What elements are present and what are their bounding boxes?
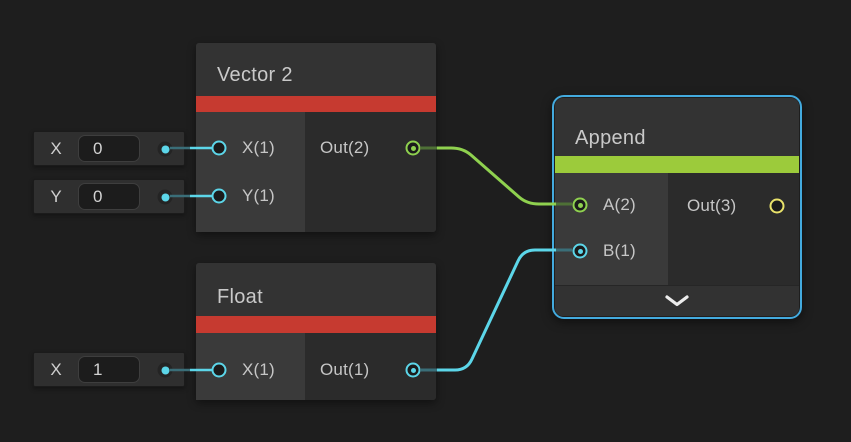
port-float-out-label: Out(1) — [320, 360, 370, 379]
node-append-input-panel — [555, 173, 668, 285]
node-append-accent-bar — [555, 156, 799, 173]
port-append-b-label: B(1) — [603, 241, 636, 260]
chevron-down-icon — [665, 295, 689, 307]
inline-value-float-x-input[interactable] — [78, 356, 140, 383]
inline-value-vector2-y-port[interactable] — [157, 189, 173, 205]
port-float-x[interactable] — [211, 362, 227, 378]
port-vector2-out[interactable] — [405, 140, 421, 156]
port-vector2-x[interactable] — [211, 140, 227, 156]
node-vector2[interactable]: Vector 2 X(1) Y(1) Out(2) — [196, 43, 436, 232]
node-append-title: Append — [575, 127, 646, 149]
port-append-b[interactable] — [572, 243, 588, 259]
port-append-a[interactable] — [572, 197, 588, 213]
inline-value-vector2-x-label: X — [50, 138, 62, 158]
inline-value-vector2-x-port[interactable] — [157, 141, 173, 157]
node-float[interactable]: Float X(1) Out(1) — [196, 263, 436, 400]
port-vector2-x-label: X(1) — [242, 138, 275, 157]
node-float-header: Float — [196, 263, 436, 316]
inline-value-vector2-x: X — [33, 131, 185, 166]
edge-vector2-out-to-append-a[interactable] — [437, 146, 556, 206]
node-append-header: Append — [555, 98, 799, 156]
node-float-accent-bar — [196, 316, 436, 333]
port-append-out-label: Out(3) — [687, 196, 737, 215]
node-vector2-accent-bar — [196, 96, 436, 112]
inline-value-float-x: X — [33, 352, 185, 387]
port-vector2-out-label: Out(2) — [320, 138, 370, 157]
port-vector2-y-label: Y(1) — [242, 186, 275, 205]
inline-value-vector2-y-input[interactable] — [78, 183, 140, 210]
port-float-x-label: X(1) — [242, 360, 275, 379]
node-vector2-title: Vector 2 — [217, 64, 293, 86]
inline-value-float-x-port[interactable] — [157, 362, 173, 378]
inline-value-vector2-x-input[interactable] — [78, 135, 140, 162]
port-append-a-label: A(2) — [603, 195, 636, 214]
node-vector2-input-panel — [196, 112, 305, 232]
port-float-out[interactable] — [405, 362, 421, 378]
node-append-content: Append A(2) B(1) Out(3) — [555, 98, 799, 316]
node-vector2-header: Vector 2 — [196, 43, 436, 96]
port-append-out[interactable] — [769, 198, 785, 214]
node-vector2-body — [196, 112, 436, 232]
inline-value-vector2-y-label: Y — [50, 186, 62, 206]
node-float-title: Float — [217, 286, 263, 308]
inline-value-vector2-y: Y — [33, 179, 185, 214]
port-vector2-y[interactable] — [211, 188, 227, 204]
node-append[interactable]: Append A(2) B(1) Out(3) — [552, 95, 802, 319]
inline-value-float-x-label: X — [50, 359, 62, 379]
edge-float-out-to-append-b[interactable] — [437, 248, 556, 372]
node-float-body — [196, 333, 436, 400]
node-append-expand-button[interactable] — [555, 285, 799, 316]
